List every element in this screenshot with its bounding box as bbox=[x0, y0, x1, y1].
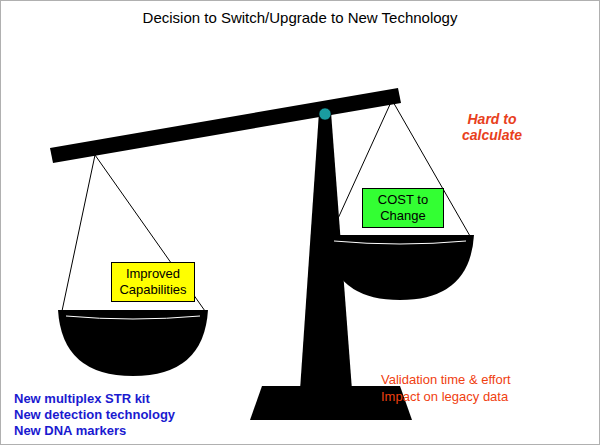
cost-box: COST to Change bbox=[362, 188, 444, 228]
scale-beam bbox=[50, 88, 401, 163]
diagram-title: Decision to Switch/Upgrade to New Techno… bbox=[0, 9, 600, 26]
capability-item: New detection technology bbox=[14, 407, 175, 423]
pan-rim bbox=[66, 316, 200, 319]
note-text: Hard to calculate bbox=[458, 111, 526, 143]
benefit-box: Improved Capabilities bbox=[111, 262, 195, 302]
pan-string bbox=[95, 155, 205, 311]
box-text: Improved Capabilities bbox=[117, 266, 189, 298]
capability-item: New multiplex STR kit bbox=[14, 391, 150, 407]
pan-rim bbox=[334, 241, 466, 244]
left-pan bbox=[58, 310, 208, 376]
capability-item: New DNA markers bbox=[14, 423, 126, 439]
cost-item: Validation time & effort bbox=[381, 372, 511, 388]
pivot-dot bbox=[319, 108, 331, 120]
box-text: COST to Change bbox=[368, 192, 438, 224]
pan-string bbox=[62, 155, 95, 311]
right-pan bbox=[326, 235, 474, 300]
cost-item: Impact on legacy data bbox=[381, 389, 508, 405]
